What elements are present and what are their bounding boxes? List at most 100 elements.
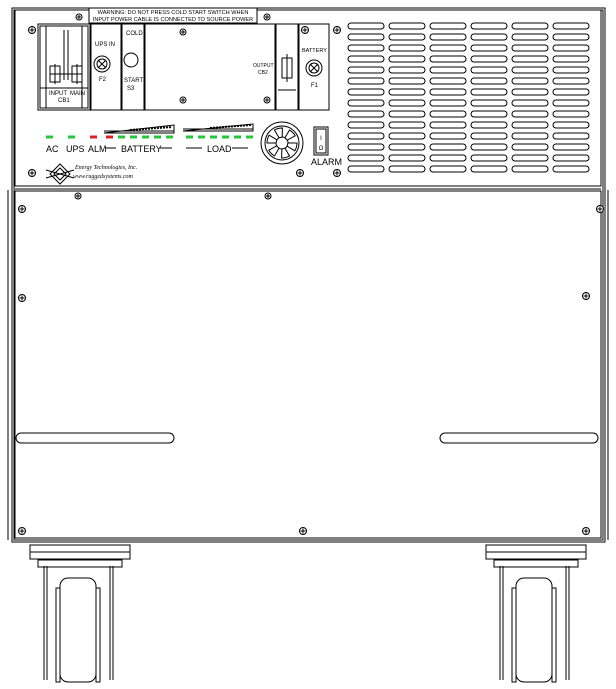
output-breaker-toggle[interactable]: [281, 54, 293, 82]
vent-slot: [347, 33, 385, 41]
vent-slot: [388, 66, 426, 74]
vent-slot: [511, 55, 549, 63]
screw-icon: [296, 169, 304, 177]
alarm-switch[interactable]: [313, 126, 329, 156]
vent-slot: [429, 88, 467, 96]
right-caster: [485, 544, 587, 683]
vent-slot: [552, 154, 590, 162]
vent-slot: [552, 88, 590, 96]
vent-slot: [552, 55, 590, 63]
right-handle[interactable]: [439, 432, 599, 444]
cb1-label: CB1: [58, 98, 70, 104]
vent-slot: [429, 22, 467, 30]
vent-slot: [347, 22, 385, 30]
vent-slot: [429, 55, 467, 63]
screw-icon: [582, 527, 590, 535]
screw-icon: [263, 13, 271, 21]
battery-fuse-holder[interactable]: [305, 59, 323, 77]
screw-icon: [18, 294, 26, 302]
vent-slot: [470, 132, 508, 140]
vent-slot: [552, 44, 590, 52]
vent-slot: [511, 88, 549, 96]
vent-slot: [470, 33, 508, 41]
screw-icon: [582, 292, 590, 300]
left-handle[interactable]: [15, 432, 175, 444]
vent-slot: [388, 110, 426, 118]
vent-slot: [511, 44, 549, 52]
vent-slot: [552, 165, 590, 173]
vent-slot: [552, 99, 590, 107]
vent-slot: [347, 132, 385, 140]
screw-icon: [333, 26, 341, 34]
screw-icon: [264, 192, 272, 200]
vent-slot: [429, 77, 467, 85]
fan-blade: [273, 127, 283, 139]
vent-slot: [347, 88, 385, 96]
load-bargraph: [182, 123, 254, 132]
left-caster: [29, 544, 131, 683]
vent-slot: [552, 22, 590, 30]
vent-slot: [511, 66, 549, 74]
output-breaker-module: [275, 23, 299, 111]
ups-in-label: UPS IN: [95, 42, 115, 48]
vent-slot: [470, 88, 508, 96]
vent-slot: [347, 121, 385, 129]
vent-slot: [347, 99, 385, 107]
vent-slot: [552, 33, 590, 41]
vent-slot: [429, 99, 467, 107]
battery-label: BATTERY: [121, 144, 162, 154]
vent-slot: [429, 66, 467, 74]
vent-slot: [511, 121, 549, 129]
vent-slot: [470, 66, 508, 74]
vent-slot: [347, 44, 385, 52]
alarm-switch-on-label: I: [320, 136, 322, 142]
lower-access-panel: [14, 190, 602, 539]
screw-icon: [333, 169, 341, 177]
ac-label: AC: [46, 144, 59, 154]
ups-in-fuse-holder[interactable]: [93, 55, 111, 73]
company-name: Energy Technologies, Inc.: [74, 165, 137, 171]
vent-slot: [388, 165, 426, 173]
company-logo: [45, 163, 75, 185]
battery-fuse-module: [298, 23, 330, 111]
vent-slot: [388, 22, 426, 30]
vent-slot: [470, 165, 508, 173]
vent-slot: [511, 110, 549, 118]
vent-slot: [470, 99, 508, 107]
cold-start-button[interactable]: [123, 52, 139, 68]
f2-label: F2: [99, 77, 107, 83]
input-breaker-toggle[interactable]: [49, 64, 83, 84]
s3-label: S3: [127, 86, 135, 92]
screw-icon: [299, 527, 307, 535]
warning-text-line2: INPUT POWER CABLE IS CONNECTED TO SOURCE…: [93, 17, 253, 23]
vent-slot: [429, 121, 467, 129]
input-label: INPUT: [49, 91, 67, 97]
ventilation-grille: [347, 22, 590, 173]
fan-blade: [266, 134, 278, 144]
vent-slot: [511, 154, 549, 162]
screw-icon: [74, 192, 82, 200]
output-label: OUTPUT: [253, 63, 274, 69]
screw-icon: [28, 169, 36, 177]
load-label: LOAD: [207, 144, 232, 154]
vent-slot: [388, 121, 426, 129]
vent-slot: [470, 121, 508, 129]
vent-slot: [429, 33, 467, 41]
vent-slot: [429, 110, 467, 118]
ups-in-fuse-module: [90, 23, 122, 111]
main-label: MAIN: [70, 91, 85, 97]
fan-blade: [281, 147, 291, 159]
vent-slot: [347, 110, 385, 118]
vent-slot: [470, 77, 508, 85]
fan-blade: [268, 145, 280, 157]
ups-label: UPS: [66, 144, 85, 154]
screw-icon: [596, 205, 604, 213]
vent-slot: [470, 22, 508, 30]
vent-slot: [552, 121, 590, 129]
input-breaker-module: [37, 23, 91, 111]
vent-slot: [388, 154, 426, 162]
vent-slot: [470, 154, 508, 162]
f1-label: F1: [311, 83, 319, 89]
battery-fuse-label: BATTERY: [302, 48, 327, 54]
screw-icon: [18, 205, 26, 213]
